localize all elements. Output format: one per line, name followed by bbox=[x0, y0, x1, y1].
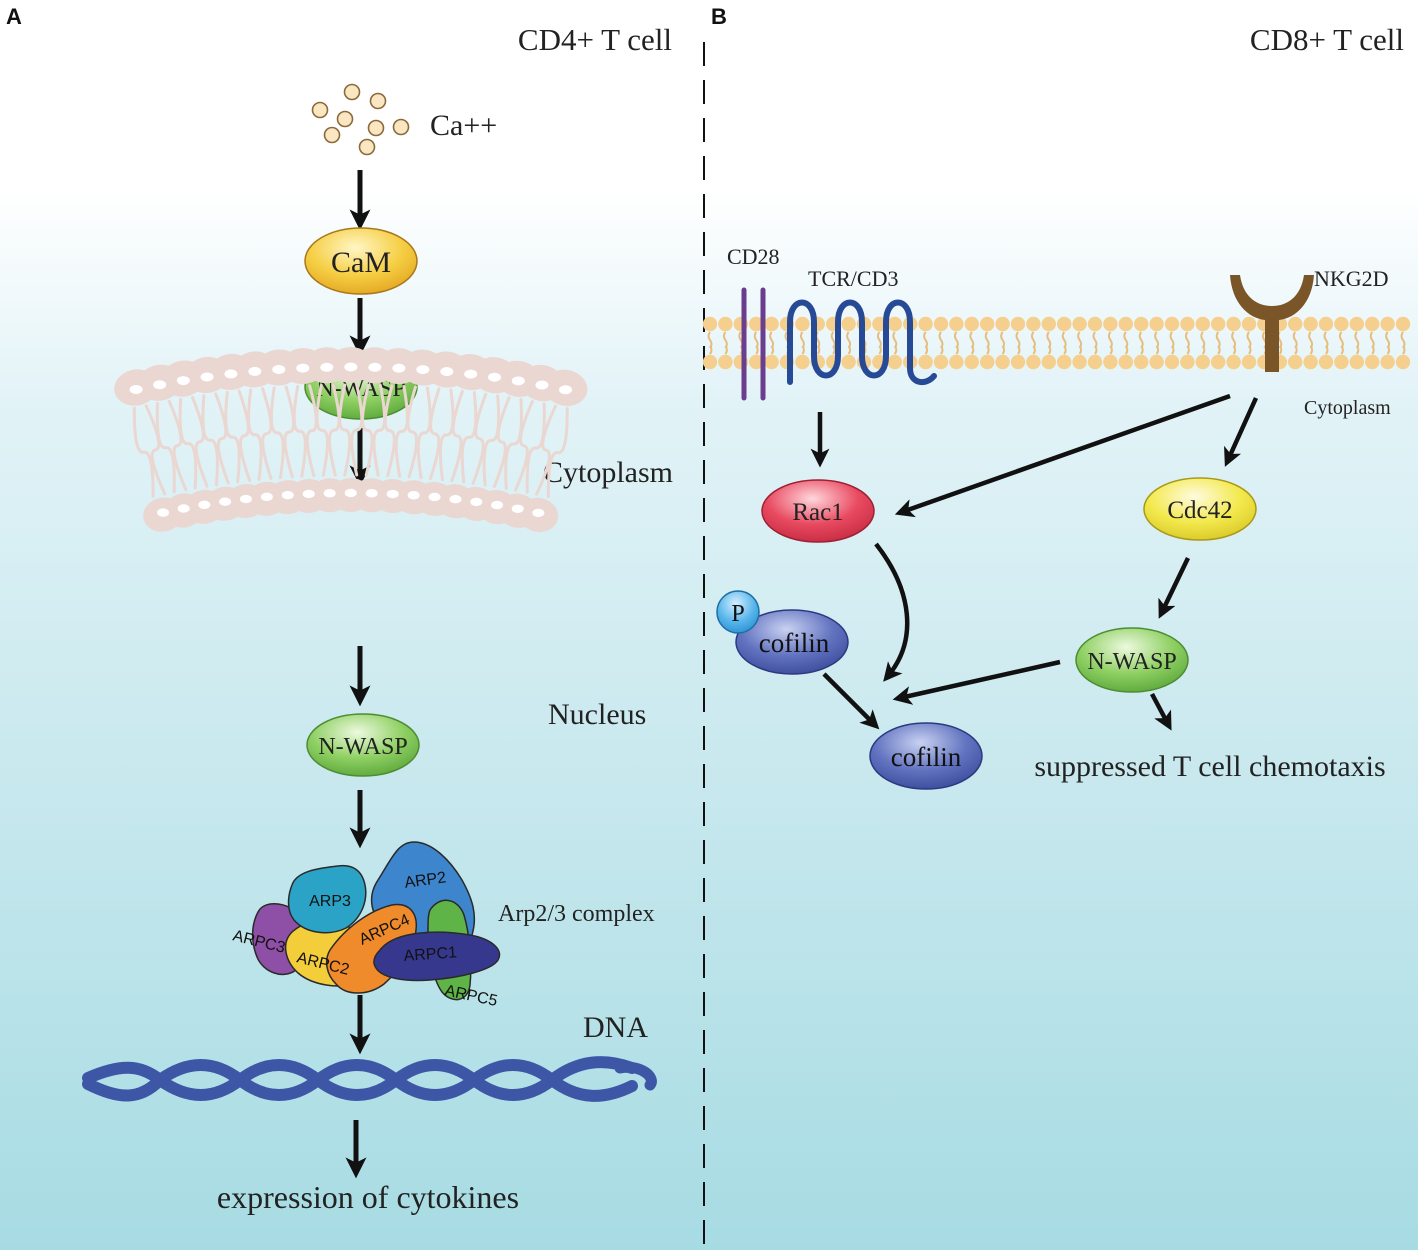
cd28-label: CD28 bbox=[727, 244, 780, 269]
arp3-label: ARP3 bbox=[309, 893, 351, 910]
nuclear-membrane bbox=[114, 347, 588, 533]
cam-node: CaM bbox=[304, 227, 418, 295]
panel-a: A CD4+ T cell Ca++ CaM bbox=[6, 4, 673, 1215]
arp2-label: ARP2 bbox=[403, 869, 447, 892]
panel-b-title: CD8+ T cell bbox=[1250, 22, 1404, 57]
calcium-ions bbox=[311, 83, 410, 156]
nwasp-nucleus-label: N-WASP bbox=[318, 734, 407, 760]
arp23-complex: ARP3 ARP2 ARPC3 ARPC2 ARPC4 ARPC1 ARPC5 bbox=[231, 841, 501, 1010]
arrow-rac1-to-cofilin bbox=[874, 542, 910, 682]
panel-a-title: CD4+ T cell bbox=[518, 22, 672, 57]
cam-label: CaM bbox=[331, 246, 391, 279]
nucleus-label: Nucleus bbox=[548, 698, 646, 731]
arrows-panel-b bbox=[810, 393, 1259, 731]
arrow-cdc42-to-nwasp bbox=[1158, 557, 1191, 619]
nwasp-nucleus-node: N-WASP bbox=[306, 713, 420, 777]
cdc42-label: Cdc42 bbox=[1167, 497, 1232, 524]
arrow-pcofilin-to-cofilin bbox=[822, 672, 880, 730]
nwasp-b-node: N-WASP bbox=[1075, 627, 1189, 693]
arp3-subunit bbox=[287, 864, 367, 934]
arrow-nkg2d-to-cdc42 bbox=[1224, 397, 1259, 467]
arpc1-subunit bbox=[373, 931, 501, 982]
cofilin-label: cofilin bbox=[891, 742, 962, 772]
panel-a-letter: A bbox=[6, 4, 22, 29]
phosphate-label: P bbox=[731, 601, 744, 627]
arrow-nwasp-to-cofilin bbox=[892, 659, 1061, 705]
plasma-membrane bbox=[702, 316, 1411, 370]
rac1-node: Rac1 bbox=[761, 479, 875, 543]
panel-b-letter: B bbox=[711, 4, 727, 29]
cdc42-node: Cdc42 bbox=[1143, 477, 1257, 541]
arp-complex-label: Arp2/3 complex bbox=[498, 901, 655, 927]
tcr-cd3-label: TCR/CD3 bbox=[808, 266, 898, 291]
dna-helix bbox=[82, 1056, 657, 1102]
cytoplasm-label-a: Cytoplasm bbox=[543, 456, 673, 489]
nwasp-b-label: N-WASP bbox=[1087, 649, 1176, 675]
phospho-cofilin-node: cofilin P bbox=[716, 590, 849, 675]
calcium-label: Ca++ bbox=[430, 109, 497, 142]
arpc1-label: ARPC1 bbox=[403, 944, 458, 965]
chemotaxis-output-label: suppressed T cell chemotaxis bbox=[1034, 750, 1385, 783]
cytoplasm-label-b: Cytoplasm bbox=[1304, 397, 1391, 419]
arrow-nkg2d-to-rac1 bbox=[894, 393, 1231, 518]
rac1-label: Rac1 bbox=[792, 499, 843, 526]
cytokines-output-label: expression of cytokines bbox=[217, 1179, 519, 1215]
cd28-receptor bbox=[741, 287, 766, 401]
arrows-panel-a bbox=[345, 170, 371, 1179]
cofilin-node: cofilin bbox=[869, 722, 983, 790]
arrow-nwasp-to-chemotaxis bbox=[1150, 692, 1172, 731]
nkg2d-receptor bbox=[1230, 275, 1314, 372]
nkg2d-label: NKG2D bbox=[1314, 266, 1389, 291]
panel-b: B CD8+ T cell CD28 TCR/CD3 NKG2D Cytopla… bbox=[702, 4, 1411, 790]
dna-label: DNA bbox=[583, 1011, 648, 1044]
phosphate-group bbox=[716, 590, 760, 634]
phospho-cofilin-label: cofilin bbox=[759, 628, 830, 658]
tcr-cd3-receptor bbox=[787, 299, 937, 386]
